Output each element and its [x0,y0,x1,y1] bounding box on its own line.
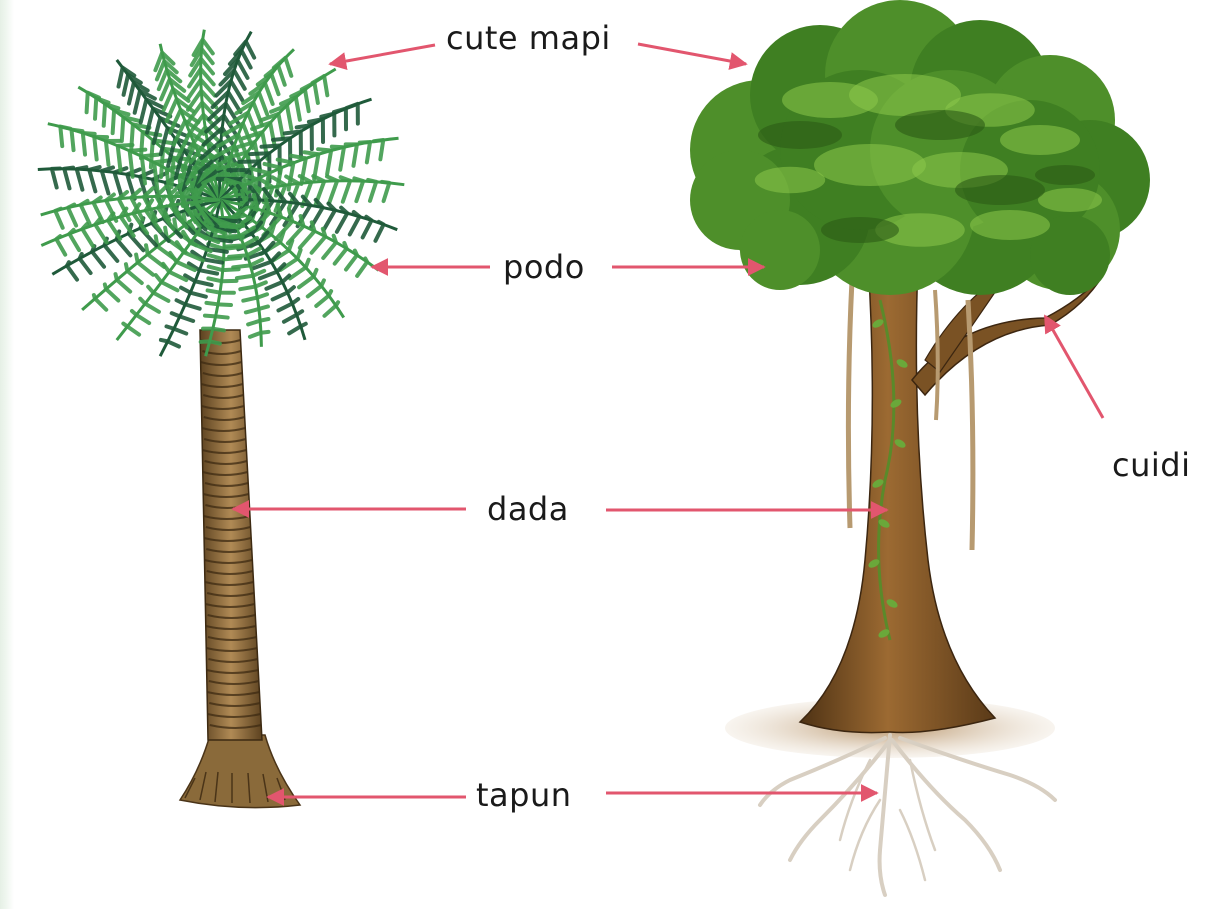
label-branch: cuidi [1112,445,1190,485]
crown-arrow-left [330,45,435,64]
label-roots: tapun [476,775,572,815]
broadleaf-tree-illustration [690,0,1150,895]
label-crown: cute mapi [446,18,611,58]
label-trunk: dada [487,489,569,529]
branch-arrow [1045,316,1103,418]
crown-arrow-right [638,44,746,64]
palm-tree-illustration [38,30,404,808]
label-leaves: podo [503,247,585,287]
